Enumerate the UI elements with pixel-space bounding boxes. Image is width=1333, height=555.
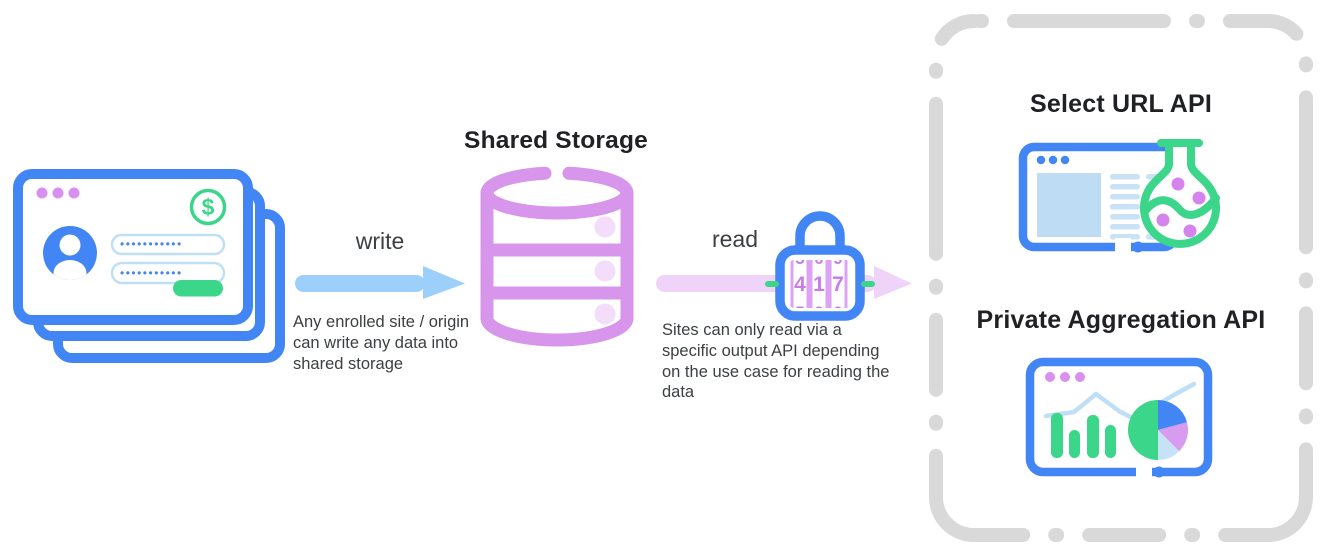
dial-digit-partial: 0 <box>833 303 842 322</box>
bar-chart-icon <box>1051 413 1116 458</box>
window-dots-icon <box>1045 372 1085 382</box>
write-caption: Any enrolled site / origin can write any… <box>293 313 470 373</box>
database-icon <box>480 166 634 347</box>
dial-digit-partial: 5 <box>795 249 804 268</box>
private-aggregation-api-icon <box>1025 357 1213 481</box>
content-placeholder <box>1037 173 1101 237</box>
password-dots-text: ••••••••••• <box>120 237 183 251</box>
submit-button[interactable] <box>173 280 223 297</box>
border-dot <box>1153 466 1165 478</box>
flask-icon <box>1140 139 1220 248</box>
border-gap <box>1115 238 1131 256</box>
dollar-coin-icon: $ <box>189 188 227 226</box>
read-label: read <box>711 226 759 252</box>
dial-digit: 4 <box>794 273 806 296</box>
dial-digit-partial: 5 <box>795 303 804 322</box>
dial-digit-partial: 2 <box>814 303 823 322</box>
lock-shackle <box>795 211 845 252</box>
db-row-dot <box>594 216 616 238</box>
output-apis-panel: Select URL API <box>920 6 1322 549</box>
enrolled-sites-icon: $ ••••••••••• ••••••••••• <box>13 169 285 363</box>
flask-bubbles <box>1156 177 1206 238</box>
private-aggregation-api-title: Private Aggregation API <box>976 306 1266 334</box>
write-label: write <box>355 228 405 254</box>
select-url-api-icon <box>1018 139 1220 256</box>
db-row-dot <box>594 260 616 282</box>
read-caption: Sites can only read via a specific outpu… <box>662 321 890 402</box>
border-dot <box>1132 241 1144 253</box>
window-dots-icon <box>36 187 80 199</box>
password-dots-text: ••••••••••• <box>120 266 183 280</box>
window-dots-icon <box>1036 155 1070 165</box>
combination-lock-icon: 5 0 9 4 1 7 5 2 0 <box>765 211 875 322</box>
dial-digit: 7 <box>832 273 844 296</box>
lock-dials[interactable]: 5 0 9 4 1 7 5 2 0 <box>790 249 848 322</box>
dollar-symbol: $ <box>202 194 215 220</box>
line-chart-icon <box>1043 381 1197 422</box>
write-arrow-icon <box>295 266 465 299</box>
select-url-api-title: Select URL API <box>1029 90 1213 118</box>
dial-digit-partial: 9 <box>833 249 842 268</box>
dial-digit: 1 <box>813 273 825 296</box>
db-row-dot <box>594 303 616 325</box>
pie-chart-icon <box>1128 400 1189 460</box>
shared-storage-title: Shared Storage <box>464 127 648 154</box>
password-field[interactable]: ••••••••••• <box>110 233 226 256</box>
border-gap <box>1136 463 1152 481</box>
dial-digit-partial: 0 <box>814 249 823 268</box>
dashed-border <box>929 14 1313 542</box>
password-field[interactable]: ••••••••••• <box>110 261 226 285</box>
